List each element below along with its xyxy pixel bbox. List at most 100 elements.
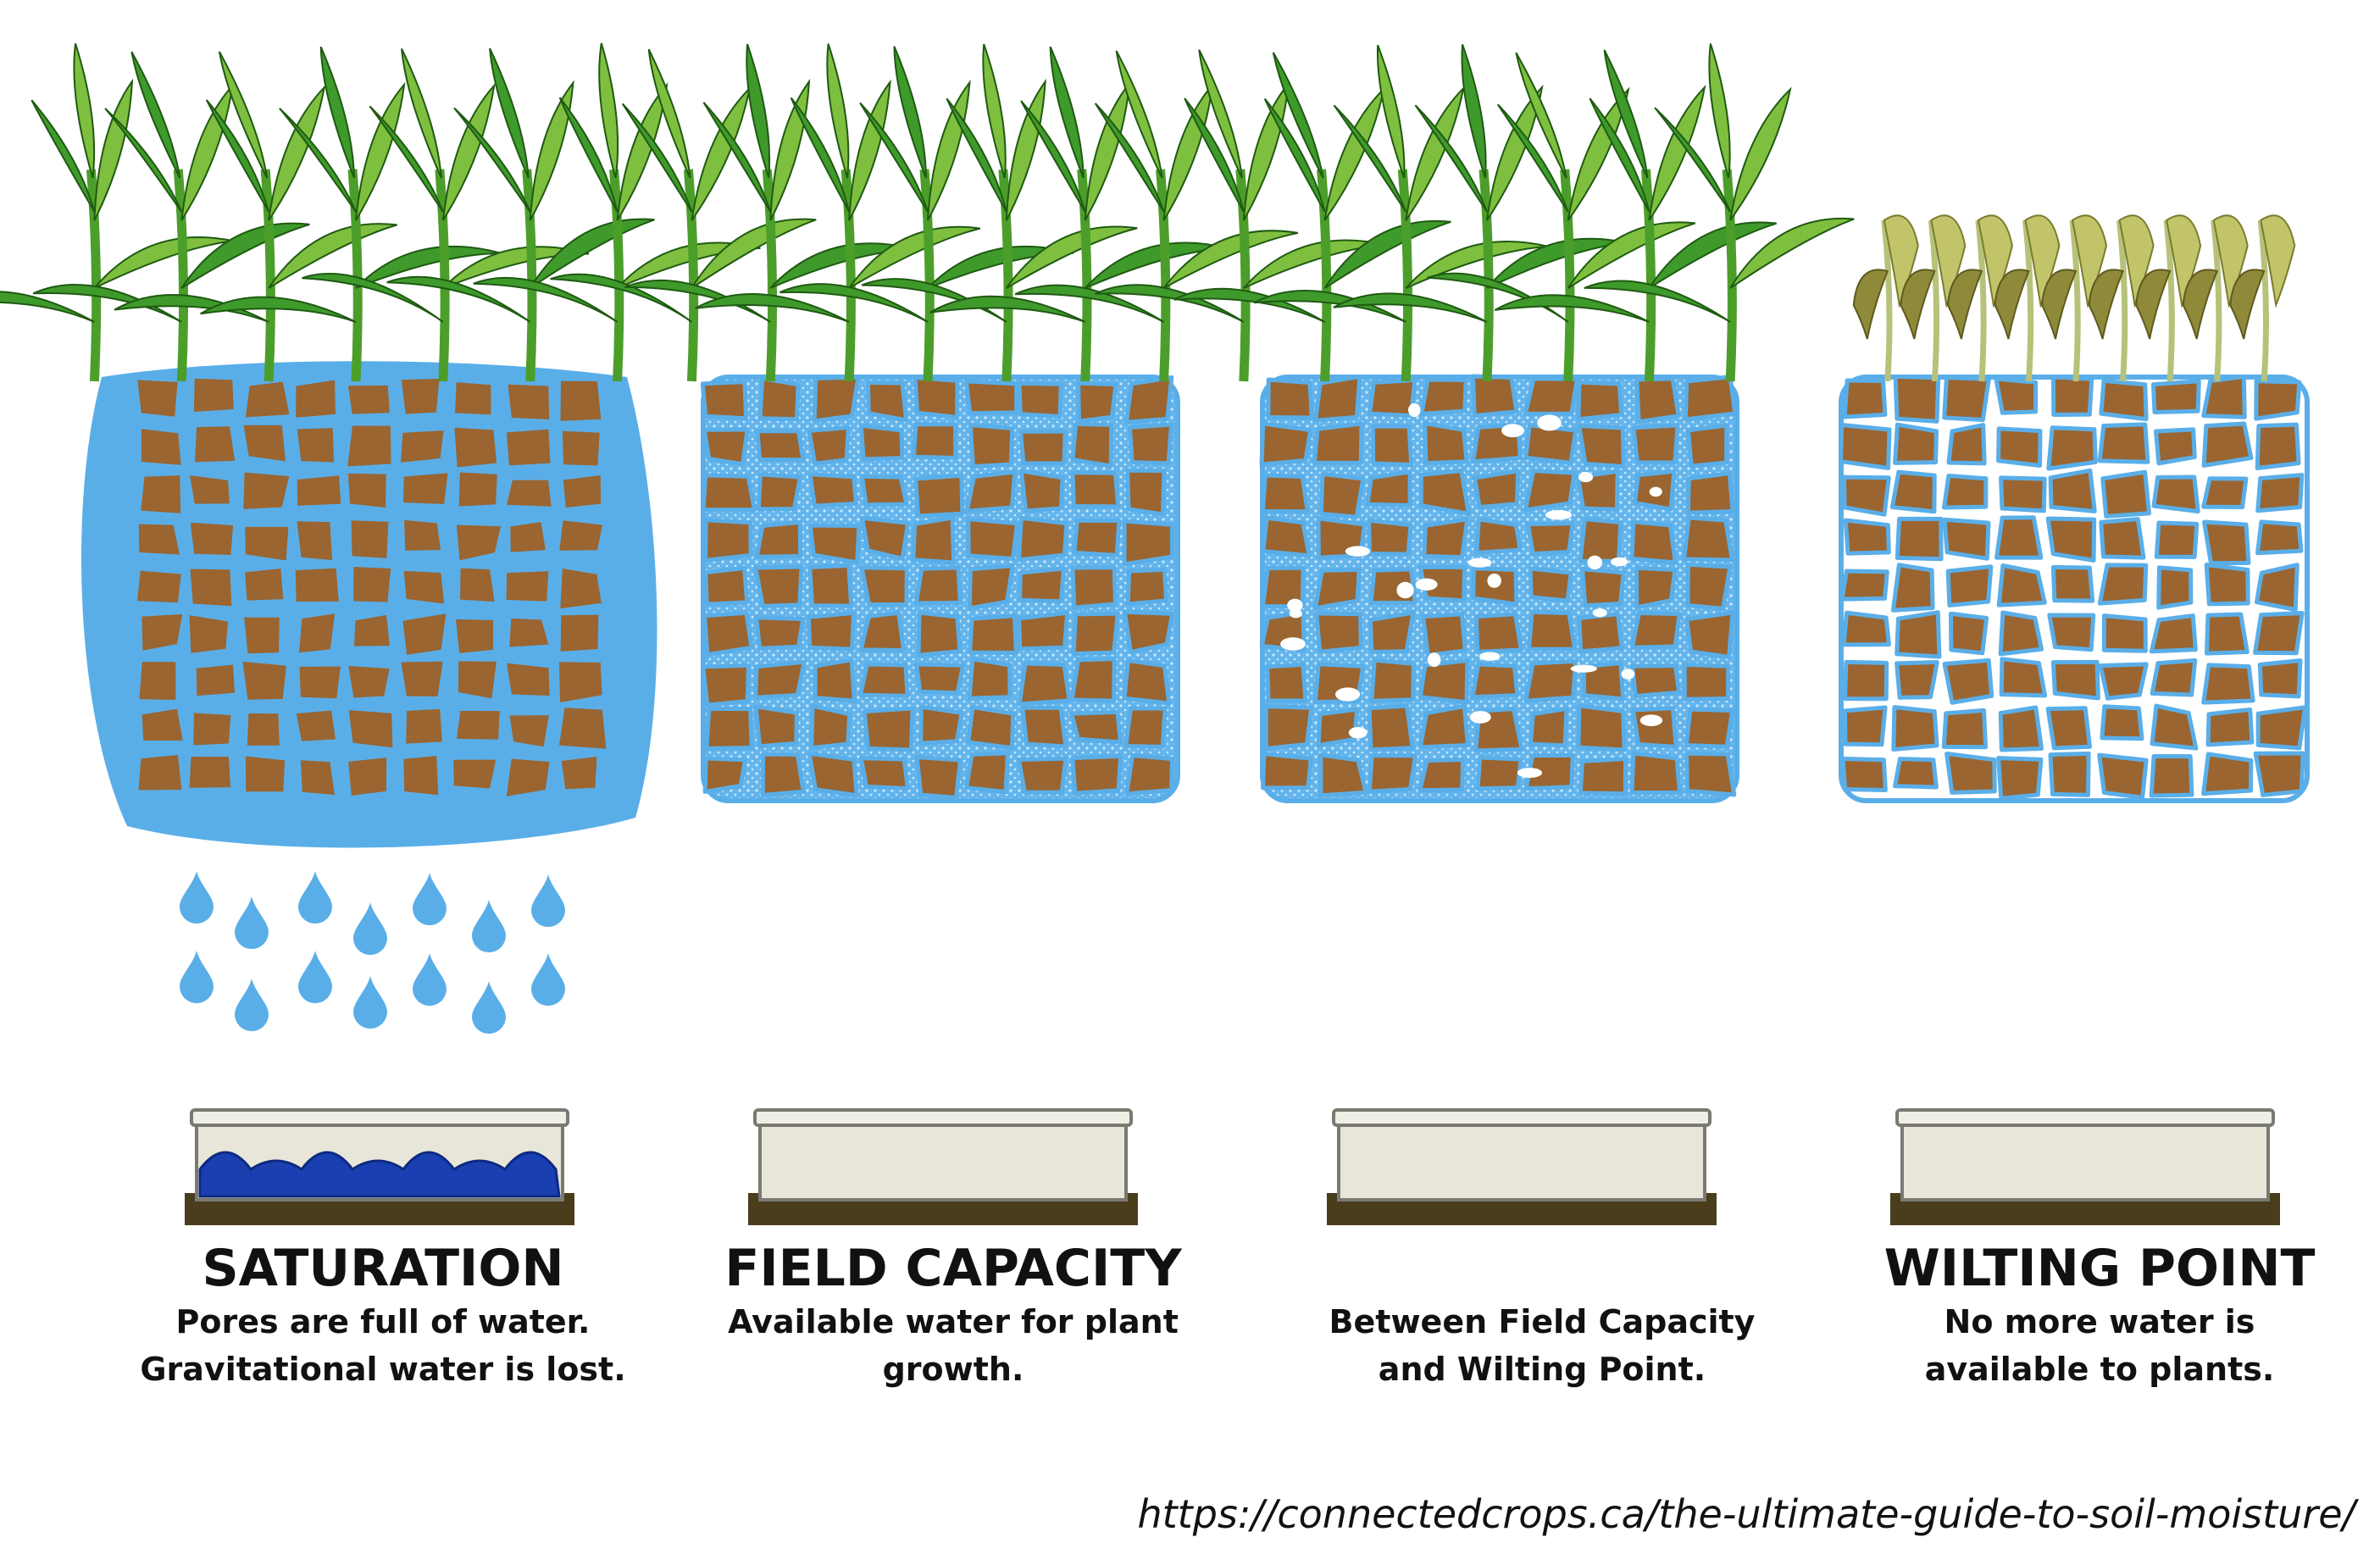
wilted-leaf	[1994, 269, 2030, 340]
soil-particle	[241, 752, 289, 796]
soil-particle	[292, 376, 339, 422]
soil-particle	[1125, 567, 1168, 607]
soil-particle	[1261, 515, 1312, 558]
soil-particle	[2149, 613, 2198, 654]
saturation-title: SATURATION	[202, 1239, 564, 1298]
soil-particle	[1629, 663, 1682, 698]
soil-particle	[397, 426, 447, 467]
leaf	[1049, 46, 1085, 179]
soil-particle	[702, 518, 753, 563]
soil-particle	[1367, 378, 1417, 419]
soil-particle	[2202, 519, 2251, 566]
soil-particle	[2253, 751, 2305, 797]
soil-particle	[703, 565, 750, 607]
soil-particle	[858, 423, 905, 462]
soil-particle	[1996, 426, 2043, 468]
air-pocket	[1396, 581, 1414, 599]
soil-particle	[1122, 658, 1172, 706]
soil-particle	[2048, 468, 2097, 513]
soil-particle	[134, 376, 181, 420]
soil-particle	[506, 614, 553, 651]
soil-particle	[186, 519, 237, 558]
water-drop	[472, 900, 506, 952]
leaf	[893, 46, 927, 179]
soil-particle	[2254, 563, 2300, 613]
soil-particle	[1318, 471, 1366, 519]
wilted-leaf	[1900, 269, 1936, 340]
soil-particle	[502, 755, 553, 801]
leaf	[0, 291, 95, 323]
soil-particle	[135, 751, 186, 794]
soil-particle	[754, 519, 803, 559]
leaf	[1184, 97, 1245, 213]
soil-particle	[291, 564, 343, 606]
soil-particle	[1685, 471, 1735, 515]
stage-between	[1095, 43, 1855, 1225]
soil-particle	[1944, 751, 1997, 795]
plant-stem	[173, 169, 189, 382]
soil-particle	[702, 756, 748, 794]
soil-particle	[1523, 658, 1578, 703]
leaf	[1515, 52, 1567, 179]
soil-particle	[1523, 423, 1578, 465]
soil-particle	[2098, 662, 2149, 701]
soil-particle	[1473, 612, 1523, 654]
soil-particle	[1843, 518, 1891, 556]
leaf	[268, 85, 326, 221]
soil-particle	[1999, 657, 2048, 698]
soil-particle	[2099, 517, 2146, 560]
soil-particle	[1682, 662, 1731, 702]
soil-particle	[2046, 425, 2098, 471]
source-url: https://connectedcrops.ca/the-ultimate-g…	[1137, 1491, 2355, 1537]
soil-particle	[812, 375, 861, 424]
leaf	[1567, 86, 1630, 221]
soil-particle	[1685, 423, 1729, 469]
water-drop	[353, 976, 387, 1029]
soil-particle	[2205, 707, 2255, 747]
soil-particle	[2204, 562, 2250, 607]
soil-particle	[2100, 704, 2144, 741]
soil-particle	[559, 471, 605, 512]
soil-particle	[241, 523, 292, 564]
soil-particle	[557, 377, 605, 425]
plant-stem	[1156, 169, 1171, 382]
soil-particle	[1423, 421, 1469, 466]
soil-particle	[1123, 706, 1168, 749]
soil-particle	[452, 521, 505, 564]
soil-particle	[1312, 567, 1362, 611]
leaf	[1376, 44, 1406, 179]
plant-stem	[1928, 219, 1940, 382]
plant-stem	[522, 169, 537, 382]
air-pocket	[1639, 714, 1663, 727]
soil-particle	[913, 565, 963, 606]
air-pocket	[1537, 414, 1562, 431]
leaf	[1006, 225, 1138, 289]
dish-body	[758, 1115, 1128, 1201]
soil-particle	[243, 709, 284, 750]
leaf	[621, 103, 693, 213]
soil-particle	[401, 516, 445, 554]
plant-stem	[1077, 169, 1092, 382]
soil-particle	[809, 703, 852, 751]
leaf	[386, 275, 531, 323]
soil-particle	[966, 517, 1019, 562]
soil-particle	[858, 662, 910, 698]
soil-particle	[1998, 610, 2044, 657]
soil-particle	[451, 424, 501, 471]
soil-particle	[2050, 564, 2095, 603]
water-drop	[531, 953, 565, 1006]
soil-particle	[502, 476, 555, 510]
soil-particle	[914, 754, 963, 801]
water-drop	[413, 953, 447, 1006]
soil-particle	[860, 515, 911, 561]
soil-particle	[452, 707, 503, 743]
soil-particle	[1017, 515, 1069, 563]
soil-particle	[1684, 751, 1737, 797]
soil-particle	[2150, 658, 2198, 697]
soil-particle	[502, 659, 553, 700]
soil-particle	[2255, 473, 2305, 513]
soil-particle	[966, 705, 1016, 751]
leaf	[104, 108, 183, 213]
leaf	[826, 43, 850, 179]
soil-particle	[1528, 566, 1573, 603]
